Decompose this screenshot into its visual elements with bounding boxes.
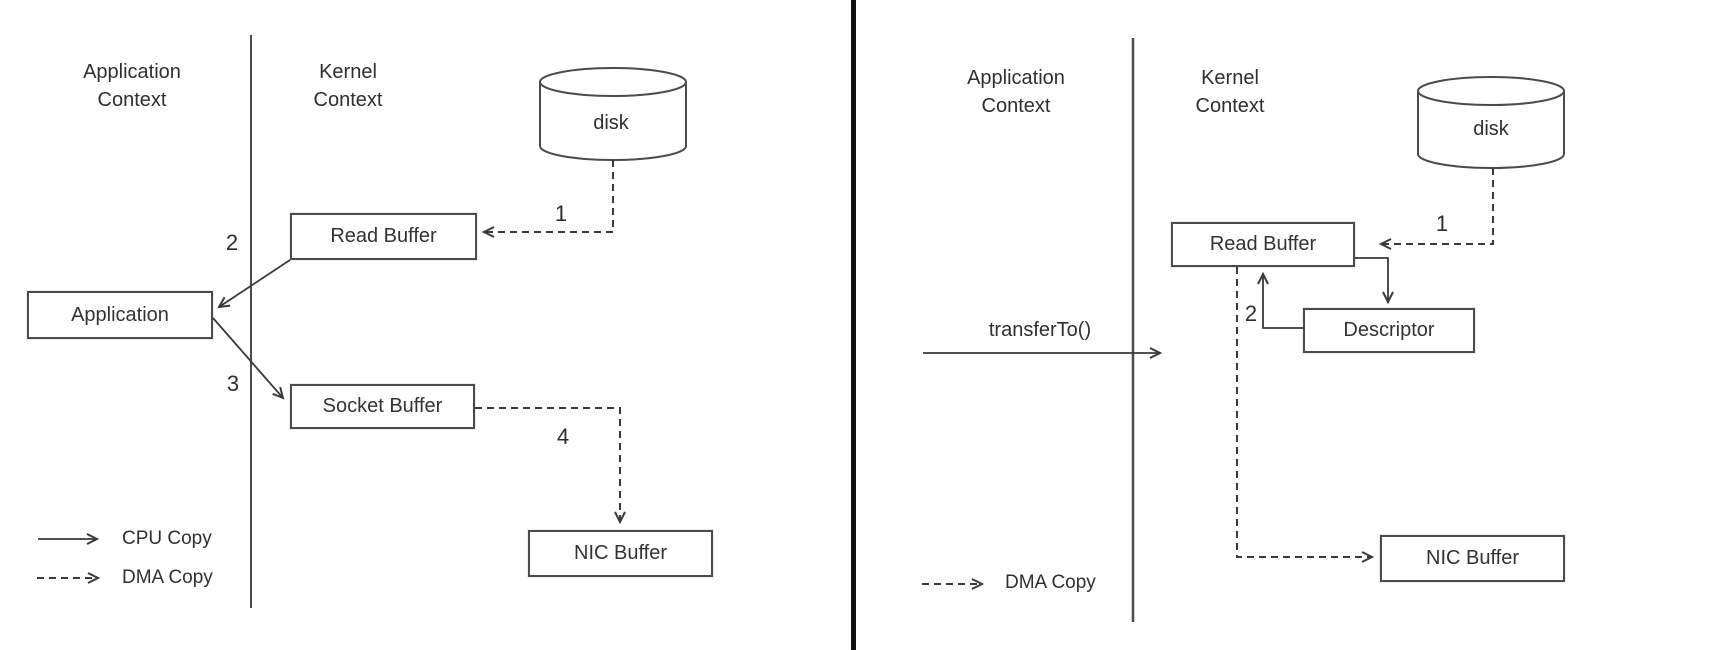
nic-buffer-box: NIC Buffer bbox=[528, 530, 713, 577]
nic-buffer-box: NIC Buffer bbox=[1380, 535, 1565, 582]
dma-arrow-read-buffer-to-nic-buffer bbox=[1236, 267, 1375, 563]
dma-arrow-disk-to-read-buffer bbox=[1378, 168, 1494, 250]
disk-icon bbox=[539, 67, 687, 161]
arrow-descriptor-to-read-buffer bbox=[1257, 271, 1303, 329]
right-application-context-label: Application Context bbox=[967, 67, 1065, 117]
disk-icon bbox=[1417, 76, 1565, 169]
step-label-2: 2 bbox=[225, 230, 239, 255]
left-application-context-label: Application Context bbox=[83, 61, 181, 111]
legend-cpu-copy-label: CPU Copy bbox=[122, 528, 212, 549]
cpu-arrow-application-to-socket-buffer bbox=[212, 317, 285, 400]
descriptor-box: Descriptor bbox=[1303, 308, 1475, 353]
transferto-call-label: transferTo() bbox=[988, 319, 1092, 341]
left-kernel-context-label: Kernel Context bbox=[313, 61, 383, 111]
read-buffer-box: Read Buffer bbox=[1171, 222, 1355, 267]
dma-arrow-disk-to-read-buffer bbox=[481, 160, 614, 238]
cpu-arrow-read-buffer-to-application bbox=[217, 259, 291, 309]
dma-arrow-socket-buffer-to-nic-buffer bbox=[475, 407, 626, 525]
application-box: Application bbox=[27, 291, 213, 339]
legend-dma-copy-label: DMA Copy bbox=[1005, 572, 1096, 593]
step-label-2: 2 bbox=[1244, 301, 1258, 326]
right-kernel-context-label: Kernel Context bbox=[1195, 67, 1265, 117]
step-label-1: 1 bbox=[554, 201, 568, 226]
socket-buffer-box: Socket Buffer bbox=[290, 384, 475, 429]
legend-dma-copy-label: DMA Copy bbox=[122, 567, 213, 588]
arrow-read-buffer-to-descriptor bbox=[1355, 257, 1394, 305]
right-disk-label: disk bbox=[1473, 118, 1509, 140]
step-label-3: 3 bbox=[226, 371, 240, 396]
step-label-1: 1 bbox=[1435, 211, 1449, 236]
step-label-4: 4 bbox=[556, 424, 570, 449]
left-disk-label: disk bbox=[593, 112, 629, 134]
read-buffer-box: Read Buffer bbox=[290, 213, 477, 260]
